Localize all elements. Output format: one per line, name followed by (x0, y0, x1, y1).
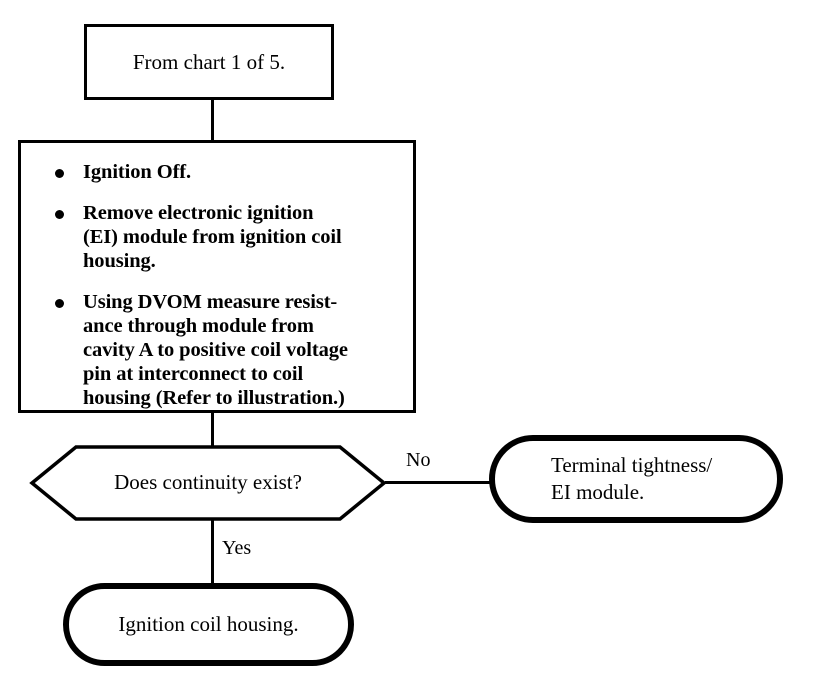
steps-box[interactable]: Ignition Off. Remove electronic ignition… (18, 140, 416, 413)
no-terminal-label: Terminal tightness/ EI module. (551, 452, 713, 504)
start-box[interactable]: From chart 1 of 5. (84, 24, 334, 100)
bullet-text: Remove electronic ignition (EI) module f… (83, 201, 342, 272)
edge-label-yes: Yes (222, 537, 252, 559)
bullet-text: Ignition Off. (83, 161, 192, 183)
bullet-dot-icon (55, 209, 64, 219)
bullet-dot-icon (55, 169, 64, 178)
connector-decision-to-no-terminal (385, 481, 493, 484)
yes-terminal-label: Ignition coil housing. (118, 611, 299, 636)
decision-label: Does continuity exist? (114, 470, 302, 495)
bullet-text: Using DVOM measure resist- ance through … (83, 290, 348, 409)
start-box-label: From chart 1 of 5. (132, 49, 286, 74)
decision-node[interactable]: Does continuity exist? (29, 444, 387, 522)
list-item: Remove electronic ignition (EI) module f… (55, 202, 403, 274)
yes-terminal-node[interactable]: Ignition coil housing. (63, 583, 354, 666)
bullet-dot-icon (55, 298, 64, 308)
connector-start-to-steps (211, 100, 214, 141)
list-item: Using DVOM measure resist- ance through … (55, 291, 403, 411)
hexagon-shape-icon (29, 445, 387, 521)
connector-steps-to-decision (211, 412, 214, 448)
list-item: Ignition Off. (55, 161, 403, 185)
edge-label-no: No (406, 449, 431, 471)
no-terminal-node[interactable]: Terminal tightness/ EI module. (489, 435, 783, 523)
connector-decision-to-yes-terminal (211, 519, 214, 585)
steps-bullet-list: Ignition Off. Remove electronic ignition… (55, 161, 403, 411)
